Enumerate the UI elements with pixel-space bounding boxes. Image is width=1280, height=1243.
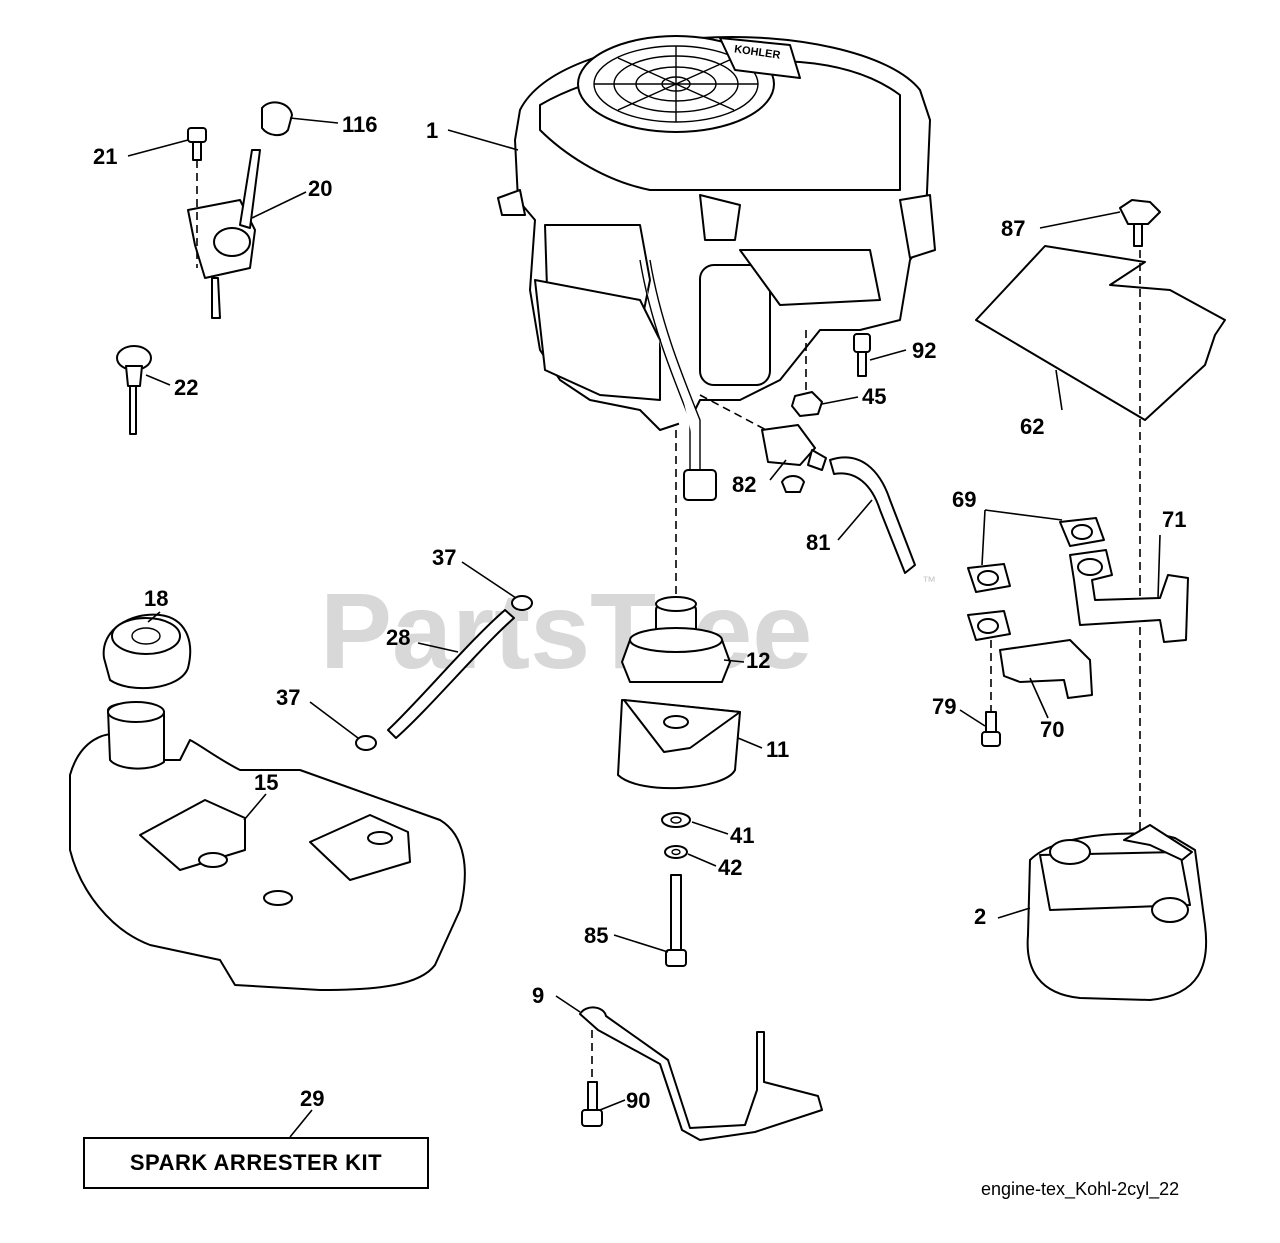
- engine-pulley[interactable]: [621, 596, 731, 683]
- clutch-bracket[interactable]: [579, 1006, 823, 1141]
- diagram-file-code: engine-tex_Kohl-2cyl_22: [981, 1179, 1179, 1200]
- callout-11: 11: [766, 737, 789, 762]
- callout-71: 71: [1162, 507, 1186, 532]
- callout-28: 28: [386, 625, 410, 650]
- spark-plug[interactable]: [761, 424, 827, 493]
- bolt-90[interactable]: [581, 1081, 603, 1127]
- callout-22: 22: [174, 375, 198, 400]
- callout-1: 1: [426, 118, 438, 143]
- fuel-tank[interactable]: [69, 701, 466, 991]
- spark-arrester-kit-box[interactable]: SPARK ARRESTER KIT: [83, 1137, 429, 1189]
- leader-lines: [127, 117, 1161, 1138]
- callout-45: 45: [862, 384, 886, 409]
- pto-clutch[interactable]: [617, 699, 741, 790]
- callout-90: 90: [626, 1088, 650, 1113]
- plug-axis: [699, 394, 771, 433]
- muffler[interactable]: [1026, 824, 1208, 1001]
- bolt-92[interactable]: [853, 333, 871, 377]
- spark-arrester-kit-label: SPARK ARRESTER KIT: [129, 1150, 383, 1175]
- watermark-trademark: ™: [922, 573, 936, 589]
- engine[interactable]: KOHLER: [497, 35, 936, 501]
- bolt-79[interactable]: [981, 711, 1001, 747]
- exhaust-gasket-2[interactable]: [967, 563, 1011, 593]
- control-knob[interactable]: [261, 101, 293, 136]
- callout-82: 82: [732, 472, 756, 497]
- exhaust-pipe-70[interactable]: [999, 639, 1093, 699]
- throttle-control[interactable]: [187, 149, 261, 319]
- callout-9: 9: [532, 983, 544, 1008]
- callout-37-bottom: 37: [276, 685, 300, 710]
- callout-18: 18: [144, 586, 168, 611]
- callout-42: 42: [718, 855, 742, 880]
- callout-62: 62: [1020, 414, 1044, 439]
- callout-92: 92: [912, 338, 936, 363]
- washer-41[interactable]: [661, 812, 691, 828]
- callout-labels: 1 21 116 20 22 92 45 87 62 82 81 69 71 7…: [93, 112, 1186, 1113]
- callout-21: 21: [93, 144, 117, 169]
- bolt-21[interactable]: [187, 127, 207, 161]
- exhaust-gasket-3[interactable]: [967, 610, 1011, 641]
- exhaust-pipe-71[interactable]: [1069, 549, 1189, 643]
- shield-screw-87[interactable]: [1119, 199, 1161, 247]
- callout-81: 81: [806, 530, 830, 555]
- callout-79: 79: [932, 694, 956, 719]
- nut-45[interactable]: [791, 391, 823, 417]
- callout-2: 2: [974, 904, 986, 929]
- clutch-bolt-85[interactable]: [665, 874, 687, 967]
- callout-29: 29: [300, 1086, 324, 1111]
- heat-shield[interactable]: [975, 245, 1226, 421]
- fuel-line-81[interactable]: [829, 456, 916, 574]
- washer-42[interactable]: [664, 845, 688, 859]
- callout-37-top: 37: [432, 545, 456, 570]
- choke-knob[interactable]: [116, 345, 152, 435]
- callout-15: 15: [254, 770, 278, 795]
- callout-70: 70: [1040, 717, 1064, 742]
- callout-116: 116: [342, 112, 378, 137]
- callout-69: 69: [952, 487, 976, 512]
- hose-clamp-37-top[interactable]: [511, 595, 533, 611]
- fuel-hose-28[interactable]: [387, 609, 515, 739]
- exhaust-gasket-1[interactable]: [1059, 517, 1105, 547]
- callout-87: 87: [1001, 216, 1025, 241]
- fuel-cap[interactable]: [102, 613, 192, 690]
- callout-12: 12: [746, 648, 770, 673]
- watermark: PartsTree: [320, 570, 812, 691]
- callout-41: 41: [730, 823, 754, 848]
- hose-clamp-37-bottom[interactable]: [355, 735, 377, 751]
- callout-85: 85: [584, 923, 608, 948]
- callout-20: 20: [308, 176, 332, 201]
